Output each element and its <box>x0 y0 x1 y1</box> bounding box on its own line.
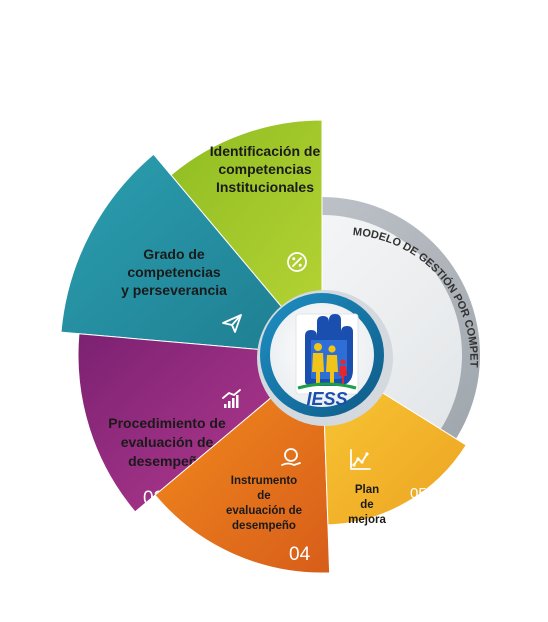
logo-swoosh-icon <box>297 382 357 390</box>
segment-04-label: Instrumento de evaluación de desempeño <box>226 475 302 532</box>
segment-label-line: Instrumento <box>231 475 297 487</box>
figure-body-adult-icon <box>312 353 324 384</box>
figure-body-adult2-icon <box>326 355 338 384</box>
segment-label-line: desempeño <box>232 520 296 532</box>
bar-chart-icon <box>222 389 241 408</box>
segment-label-line: desempeño <box>128 453 206 469</box>
segment-label-line: evaluación de <box>226 505 302 517</box>
segment-label-line: mejora <box>348 514 386 526</box>
segment-01-number: 01 <box>137 132 158 153</box>
figure-head-adult-icon <box>314 343 322 351</box>
segment-label-line: competencias <box>218 161 312 177</box>
segment-02-label: Grado de competencias y perseverancia <box>121 246 227 298</box>
figure-head-adult2-icon <box>328 345 336 353</box>
segment-label-line: competencias <box>127 264 221 280</box>
segment-04-number: 04 <box>289 544 311 565</box>
segment-label-line: Identificación de <box>210 143 321 159</box>
segment-label-line: y perseverancia <box>121 282 227 298</box>
segment-03-label: Procedimiento de evaluación de desempeño <box>108 415 226 469</box>
figure-body-child-icon <box>339 366 347 384</box>
segment-05: 05 Plan de mejora <box>323 386 467 526</box>
paper-plane-icon <box>222 314 242 333</box>
percent-icon <box>287 252 307 272</box>
money-hand-icon <box>281 448 301 466</box>
segment-label-line: evaluación de <box>121 434 214 450</box>
segment-05-label: Plan de mejora <box>348 484 386 526</box>
segment-label-line: Grado de <box>143 246 205 262</box>
segment-05-number: 05 <box>410 485 427 502</box>
iess-logo: IESS <box>295 313 359 409</box>
segment-04: 04 Instrumento de evaluación de desempeño <box>154 392 331 574</box>
line-chart-icon <box>350 449 371 470</box>
segment-label-line: Institucionales <box>216 179 314 195</box>
segment-label-line: de <box>360 499 373 511</box>
logo-text: IESS <box>306 389 347 409</box>
segment-label-line: Plan <box>355 484 379 496</box>
segment-label-line: de <box>257 490 270 502</box>
figure-head-child-icon <box>340 359 346 365</box>
segment-label-line: Procedimiento de <box>108 415 226 431</box>
